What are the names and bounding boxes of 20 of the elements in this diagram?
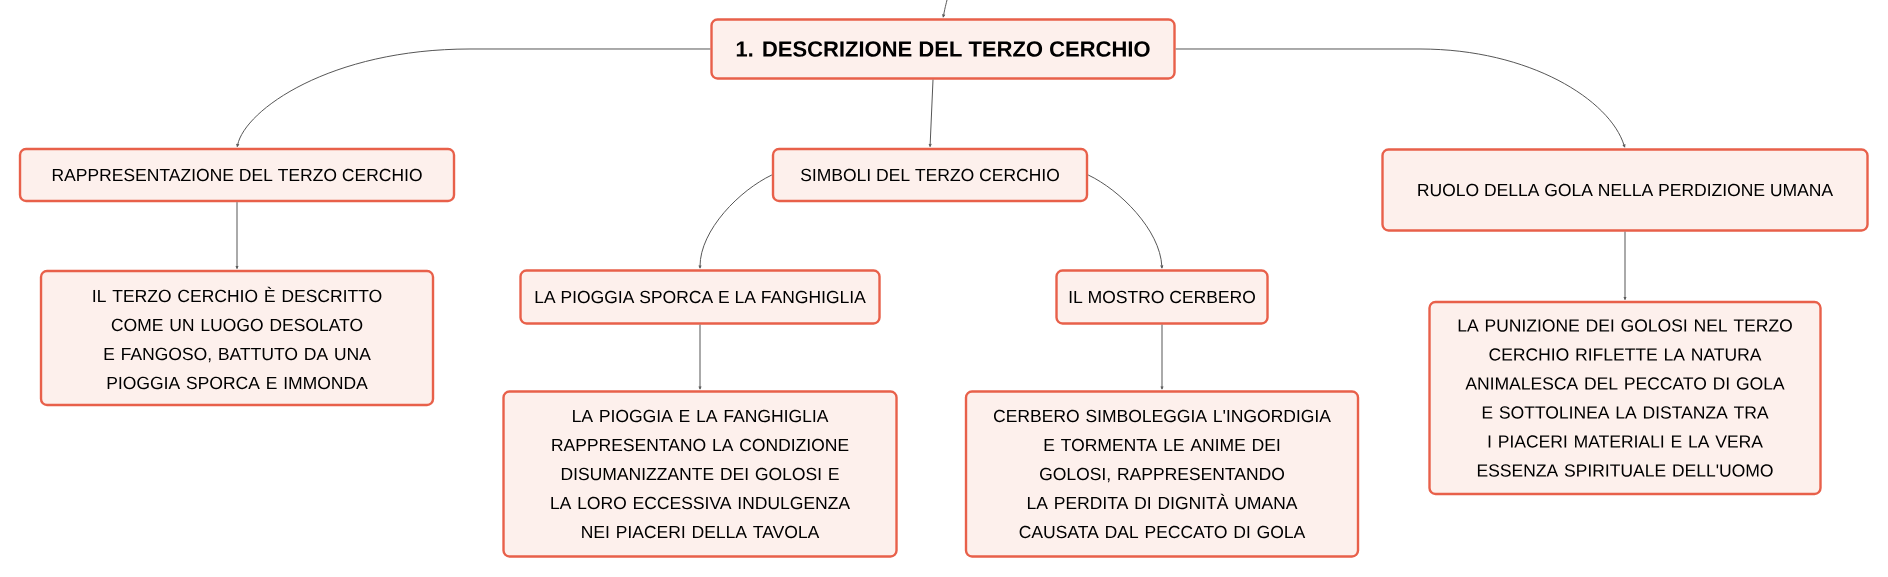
topic-box: RUOLO DELLA GOLA NELLA PERDIZIONE UMANA — [1381, 148, 1869, 232]
arrow — [1087, 174, 1164, 269]
arrow — [236, 48, 711, 148]
topic-box: RAPPRESENTAZIONE DEL TERZO CERCHIO — [18, 147, 456, 203]
text-box: LA PIOGGIA E LA FANGHIGLIA RAPPRESENTANO LA CONDIZIONE DISUMANIZZANTE DEI GOLOSI E LA LORO ECCESSIVA INDULGENZA NEI PIACERI DELLA TAVOLA — [502, 390, 898, 558]
arrow — [1175, 48, 1626, 148]
arrow — [1623, 231, 1627, 301]
arrow — [928, 79, 934, 148]
text-box: LA PUNIZIONE DEI GOLOSI NEL TERZO CERCHIO RIFLETTE LA NATURA ANIMALESCA DEL PECCATO DI GOLA E SOTTOLINEA LA DISTANZA TRA I PIACERI MATERIALI E LA VERA ESSENZA SPIRITUALE DELL'UOMO — [1428, 300, 1822, 496]
title-box: 1. DESCRIZIONE DEL TERZO CERCHIO — [710, 18, 1176, 80]
arrow — [942, 0, 948, 18]
arrow — [235, 201, 239, 270]
arrow — [698, 324, 702, 390]
text-box: IL TERZO CERCHIO È DESCRITTO COME UN LUOGO DESOLATO E FANGOSO, BATTUTO DA UNA PIOGGIA SPORCA E IMMONDA — [39, 269, 435, 407]
text-box: CERBERO SIMBOLEGGIA L'INGORDIGIA E TORMENTA LE ANIME DEI GOLOSI, RAPPRESENTANDO LA PERDITA DI DIGNITÀ UMANA CAUSATA DAL PECCATO DI GOLA — [964, 390, 1360, 558]
arrow — [698, 174, 773, 269]
topic-box: IL MOSTRO CERBERO — [1055, 269, 1269, 325]
topic-box: SIMBOLI DEL TERZO CERCHIO — [771, 147, 1089, 203]
topic-box: LA PIOGGIA SPORCA E LA FANGHIGLIA — [519, 269, 881, 325]
arrow — [1160, 324, 1164, 390]
